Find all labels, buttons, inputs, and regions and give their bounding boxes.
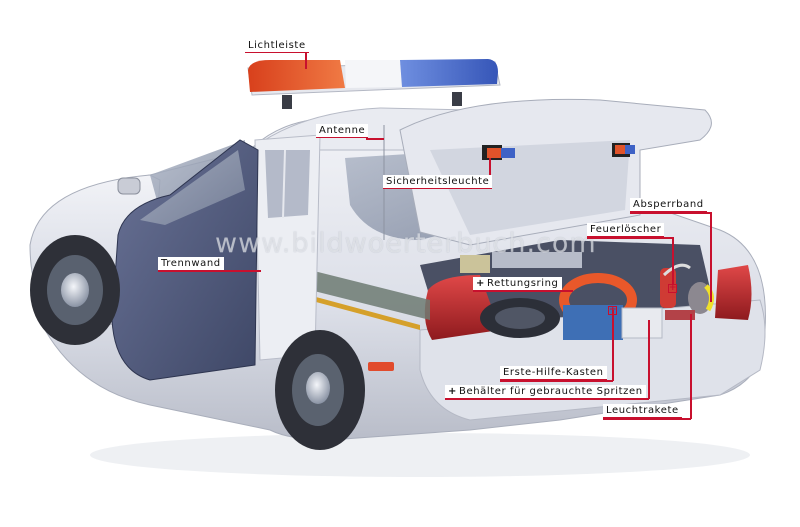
- leader-leuchtrakete-h: [603, 418, 691, 420]
- leader-behaelter-v: [648, 320, 650, 399]
- leader-antenne: [366, 138, 384, 140]
- label-rettungsring[interactable]: +Rettungsring: [473, 277, 562, 291]
- label-text: Sicherheitsleuchte: [386, 176, 490, 187]
- marker-erste-hilfe: +: [608, 305, 617, 315]
- label-feuerloescher[interactable]: Feuerlöscher: [587, 223, 665, 237]
- leader-sicherheitsleuchte: [489, 158, 491, 188]
- leader-absperrband-h: [630, 212, 711, 214]
- label-text: Erste-Hilfe-Kasten: [503, 367, 604, 378]
- label-text: Rettungsring: [486, 278, 559, 289]
- label-text: Behälter für gebrauchte Spritzen: [458, 386, 643, 397]
- watermark: www.bildwoerterbuch.com: [215, 228, 597, 259]
- label-text: Lichtleiste: [248, 40, 306, 51]
- leader-absperrband-v: [710, 212, 712, 302]
- label-text: Antenne: [319, 125, 366, 136]
- plus-icon: +: [476, 278, 485, 289]
- label-antenne[interactable]: Antenne: [316, 124, 369, 138]
- label-trennwand[interactable]: Trennwand: [158, 257, 224, 271]
- leader-leuchtrakete-v: [690, 314, 692, 419]
- label-leuchtrakete[interactable]: Leuchtrakete: [603, 404, 682, 418]
- label-text: Leuchtrakete: [606, 405, 679, 416]
- label-text: Trennwand: [161, 258, 221, 269]
- label-lichtleiste[interactable]: Lichtleiste: [245, 39, 309, 53]
- label-absperrband[interactable]: Absperrband: [630, 198, 707, 212]
- label-text: Absperrband: [633, 199, 704, 210]
- marker-feuerloescher: +: [668, 283, 677, 293]
- plus-icon: +: [448, 386, 457, 397]
- label-behaelter-spritzen[interactable]: +Behälter für gebrauchte Spritzen: [445, 385, 646, 399]
- leader-feuerloescher-h: [587, 237, 673, 239]
- leader-erste-hilfe-v: [612, 310, 614, 381]
- label-sicherheitsleuchte[interactable]: Sicherheitsleuchte: [383, 175, 493, 189]
- label-erste-hilfe-kasten[interactable]: Erste-Hilfe-Kasten: [500, 366, 607, 380]
- leader-feuerloescher-v: [672, 237, 674, 285]
- leader-erste-hilfe-h: [500, 380, 613, 382]
- label-text: Feuerlöscher: [590, 224, 662, 235]
- leader-lichtleiste: [305, 52, 307, 69]
